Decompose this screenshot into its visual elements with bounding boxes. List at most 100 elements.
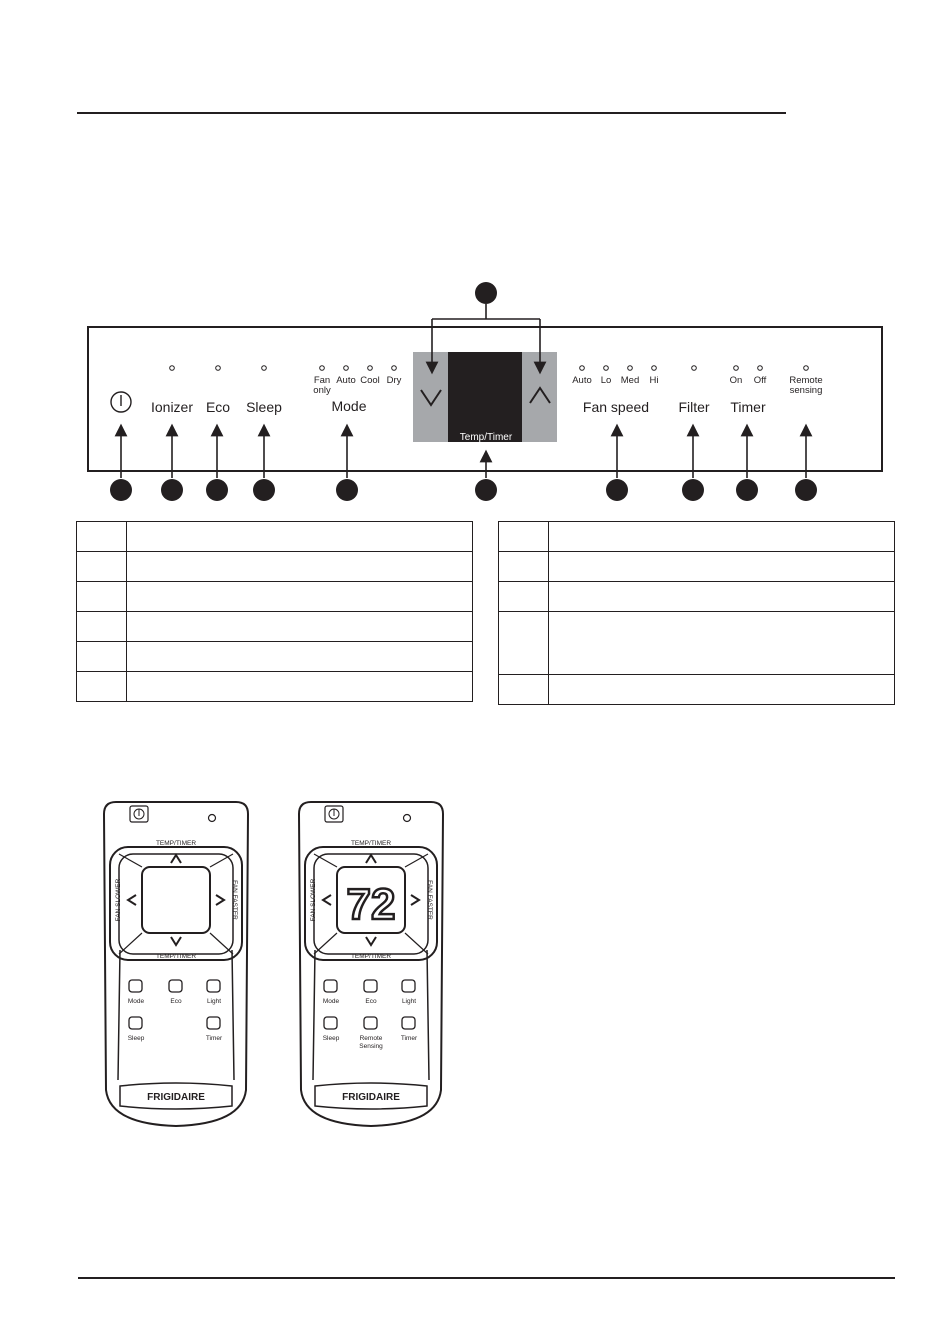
table-row xyxy=(76,611,473,642)
panel-frame xyxy=(87,326,883,472)
eco-led xyxy=(215,365,221,371)
fan-option-lo: Lo xyxy=(601,375,612,386)
mode-label: Mode xyxy=(323,998,340,1005)
timer-button[interactable] xyxy=(206,1016,221,1030)
temp-timer-bottom-label: TEMP/TIMER xyxy=(351,953,391,960)
sleep-button[interactable]: Sleep xyxy=(246,399,282,415)
temp-timer-top-label: TEMP/TIMER xyxy=(351,840,391,847)
eco-label: Eco xyxy=(170,998,182,1005)
ir-sensor-icon xyxy=(402,813,412,823)
down-arrow-icon[interactable] xyxy=(365,936,377,947)
fan-led-med xyxy=(627,365,633,371)
light-label: Light xyxy=(402,998,416,1005)
remote-control-sensing: 72 TEMP/TIMER TEMP/TIMER FAN SLOWER FAN … xyxy=(297,801,445,1128)
fan-option-hi: Hi xyxy=(650,375,659,386)
power-button[interactable] xyxy=(129,805,149,823)
brand-logo: FRIGIDAIRE xyxy=(147,1092,205,1103)
mode-led-cool xyxy=(367,365,373,371)
mode-option-cool: Cool xyxy=(360,375,380,386)
power-icon[interactable] xyxy=(110,391,132,413)
sleep-button[interactable] xyxy=(323,1016,338,1030)
header-rule xyxy=(77,112,786,114)
timer-option-on: On xyxy=(730,375,743,386)
remote-sensing-led xyxy=(803,365,809,371)
fan-faster-label: FAN FASTER xyxy=(231,880,238,920)
temp-up-icon[interactable] xyxy=(529,386,551,404)
mode-button[interactable]: Mode xyxy=(331,398,366,414)
callout-display xyxy=(475,449,497,501)
display-screen xyxy=(448,352,522,442)
sleep-label: Sleep xyxy=(323,1035,340,1042)
callout-power xyxy=(110,423,132,501)
light-button[interactable] xyxy=(401,979,416,993)
fan-faster-label: FAN FASTER xyxy=(426,880,433,920)
mode-option-dry: Dry xyxy=(387,375,402,386)
left-arrow-icon[interactable] xyxy=(126,894,137,906)
remote-control-basic: TEMP/TIMER TEMP/TIMER FAN SLOWER FAN FAS… xyxy=(102,801,250,1128)
fan-led-auto xyxy=(579,365,585,371)
sleep-label: Sleep xyxy=(128,1035,145,1042)
mode-option-auto: Auto xyxy=(336,375,356,386)
fan-led-hi xyxy=(651,365,657,371)
mode-led-fan xyxy=(319,365,325,371)
mode-button[interactable] xyxy=(323,979,338,993)
footer-rule xyxy=(78,1277,895,1279)
up-arrow-icon[interactable] xyxy=(170,853,182,864)
timer-option-off: Off xyxy=(754,375,767,386)
eco-button[interactable] xyxy=(363,979,378,993)
table-row xyxy=(76,581,473,612)
left-arrow-icon[interactable] xyxy=(321,894,332,906)
callout-remote-sensing xyxy=(795,423,817,501)
ionizer-led xyxy=(169,365,175,371)
fan-option-auto: Auto xyxy=(572,375,592,386)
callout-fan-speed xyxy=(606,423,628,501)
timer-led-off xyxy=(757,365,763,371)
filter-button[interactable]: Filter xyxy=(678,399,709,415)
remote-display xyxy=(336,866,406,934)
fan-slower-label: FAN SLOWER xyxy=(115,878,122,921)
temp-timer-bottom-label: TEMP/TIMER xyxy=(156,953,196,960)
fan-slower-label: FAN SLOWER xyxy=(310,878,317,921)
key-table-left xyxy=(76,521,473,702)
key-table-right xyxy=(498,521,895,705)
table-row xyxy=(498,611,895,675)
display-value: 72 xyxy=(347,880,396,929)
up-arrow-icon[interactable] xyxy=(365,853,377,864)
eco-label: Eco xyxy=(365,998,377,1005)
mode-label: Mode xyxy=(128,998,145,1005)
timer-button[interactable] xyxy=(401,1016,416,1030)
eco-button[interactable] xyxy=(168,979,183,993)
timer-led-on xyxy=(733,365,739,371)
power-button[interactable] xyxy=(324,805,344,823)
remote-display xyxy=(141,866,211,934)
light-button[interactable] xyxy=(206,979,221,993)
table-row xyxy=(76,521,473,552)
ir-sensor-icon xyxy=(207,813,217,823)
timer-label: Timer xyxy=(206,1035,223,1042)
sleep-button[interactable] xyxy=(128,1016,143,1030)
mode-button[interactable] xyxy=(128,979,143,993)
right-arrow-icon[interactable] xyxy=(215,894,226,906)
temp-down-icon[interactable] xyxy=(420,389,442,407)
eco-button[interactable]: Eco xyxy=(206,399,230,415)
callout-sleep xyxy=(253,423,275,501)
remote-sensing-button[interactable] xyxy=(363,1016,378,1030)
timer-button[interactable]: Timer xyxy=(730,399,766,415)
table-row xyxy=(498,674,895,705)
mode-led-auto xyxy=(343,365,349,371)
table-row xyxy=(498,551,895,582)
fan-speed-button[interactable]: Fan speed xyxy=(583,399,649,415)
ionizer-button[interactable]: Ionizer xyxy=(151,399,193,415)
callout-dot-display-arrows xyxy=(475,282,497,304)
temp-timer-top-label: TEMP/TIMER xyxy=(156,840,196,847)
callout-timer xyxy=(736,423,758,501)
right-arrow-icon[interactable] xyxy=(410,894,421,906)
down-arrow-icon[interactable] xyxy=(170,936,182,947)
table-row xyxy=(76,551,473,582)
table-row xyxy=(498,521,895,552)
filter-led xyxy=(691,365,697,371)
